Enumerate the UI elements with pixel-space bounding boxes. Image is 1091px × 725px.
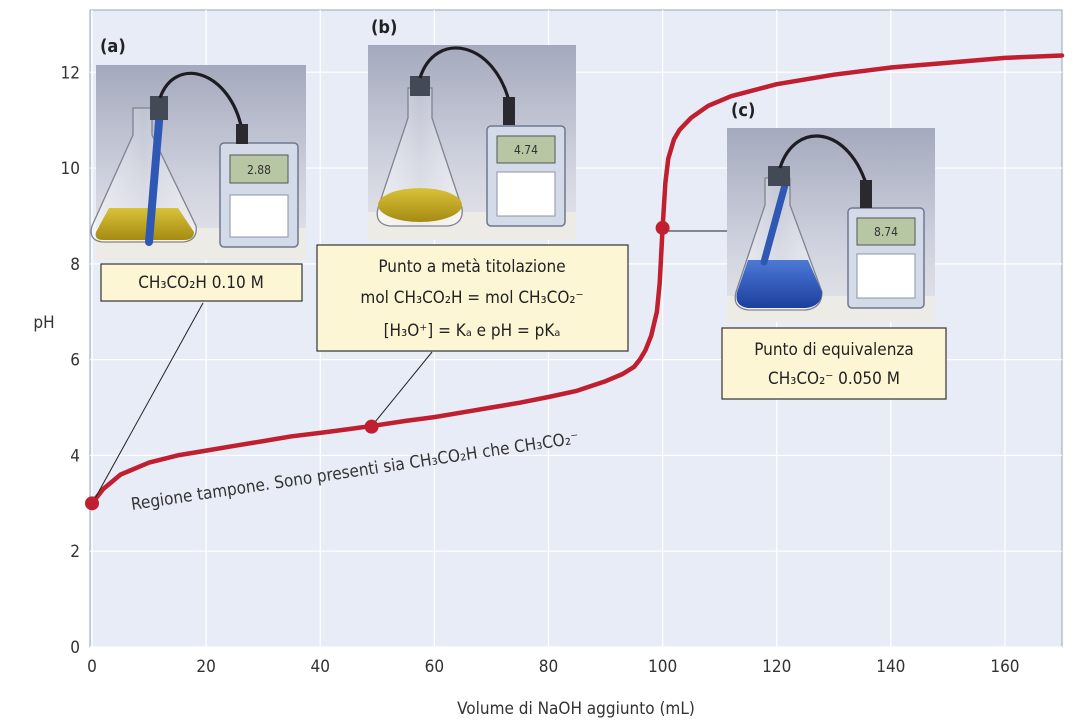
- photo-panel-a: (a) 2.88: [90, 36, 306, 260]
- ph-meter-a-screen: [229, 154, 289, 184]
- y-tick-label: 0: [70, 638, 80, 658]
- annotation-box-a: CH₃CO₂H 0.10 M: [100, 263, 303, 302]
- ph-meter-a-reading: 2.88: [247, 163, 271, 177]
- x-tick-label: 160: [990, 657, 1019, 677]
- y-tick-label: 4: [70, 446, 80, 466]
- annotation-c-line-2: CH₃CO₂⁻ 0.050 M: [768, 369, 900, 389]
- annotation-box-c: Punto di equivalenza CH₃CO₂⁻ 0.050 M: [721, 327, 947, 400]
- leader-line-a: [92, 302, 204, 503]
- cable-b: [418, 46, 512, 106]
- panel-letter-b: (b): [371, 17, 397, 38]
- ph-meter-b-screen: [496, 135, 556, 164]
- key-point-marker: [364, 419, 379, 434]
- y-tick-label: 8: [70, 255, 80, 275]
- x-tick-label: 60: [425, 657, 444, 677]
- ph-meter-c-screen: [856, 217, 916, 246]
- panel-letter-a: (a): [100, 36, 126, 57]
- key-points: [85, 220, 670, 511]
- x-tick-label: 120: [762, 657, 791, 677]
- y-tick-label: 12: [61, 63, 80, 83]
- annotation-b-line-3: [H₃O⁺] = Kₐ e pH = pKₐ: [384, 321, 561, 341]
- electrode-a-icon: [145, 106, 164, 246]
- key-point-marker: [655, 220, 670, 235]
- x-tick-label: 40: [311, 657, 330, 677]
- ph-meter-b-keys: [496, 171, 556, 217]
- cable-c: [778, 134, 870, 191]
- ph-curve: [89, 53, 1065, 506]
- axis-ticks: 0 20 40 60 80 100 120 140 160 0 2 4 6 8 10 12: [61, 63, 1020, 677]
- x-tick-label: 100: [648, 657, 677, 677]
- ph-meter-b-reading: 4.74: [514, 143, 538, 157]
- y-tick-label: 6: [70, 351, 80, 371]
- annotation-a-text: CH₃CO₂H 0.10 M: [138, 273, 264, 293]
- flask-a-liquid: [95, 208, 194, 240]
- cable-a: [158, 71, 244, 131]
- x-tick-label: 140: [876, 657, 905, 677]
- x-tick-label: 20: [196, 657, 215, 677]
- flask-c-liquid: [736, 260, 822, 308]
- electrode-c-icon: [760, 181, 789, 266]
- photo-panel-b: (b) 4.74: [368, 17, 576, 240]
- annotation-b-line-1: Punto a metà titolazione: [378, 257, 565, 277]
- y-tick-label: 2: [70, 542, 80, 562]
- annotation-c-line-1: Punto di equivalenza: [754, 340, 914, 360]
- annotation-b-line-2: mol CH₃CO₂H = mol CH₃CO₂⁻: [360, 288, 583, 308]
- ph-meter-c-keys: [856, 253, 916, 299]
- flask-b-liquid: [378, 188, 462, 222]
- key-point-marker: [85, 496, 99, 511]
- y-tick-label: 10: [61, 159, 80, 179]
- ph-meter-a-keys: [229, 194, 289, 238]
- series-line: [89, 53, 1065, 506]
- electrode-c-cap: [768, 166, 790, 186]
- probe-a-plug: [236, 124, 248, 144]
- panel-letter-c: (c): [731, 100, 755, 121]
- x-axis-label: Volume di NaOH aggiunto (mL): [457, 699, 695, 719]
- x-tick-label: 80: [539, 657, 558, 677]
- ph-meter-c-reading: 8.74: [874, 225, 898, 239]
- probe-b-plug: [503, 97, 515, 125]
- probe-c-plug: [860, 180, 872, 208]
- y-axis-label: pH: [33, 313, 54, 333]
- annotation-box-b: Punto a metà titolazione mol CH₃CO₂H = m…: [316, 244, 629, 352]
- electrode-a-cap: [150, 96, 168, 120]
- photo-panel-c: (c) 8.74: [727, 100, 935, 322]
- leader-line-b: [370, 351, 433, 428]
- electrode-b-cap: [410, 76, 430, 96]
- x-tick-label: 0: [87, 657, 97, 677]
